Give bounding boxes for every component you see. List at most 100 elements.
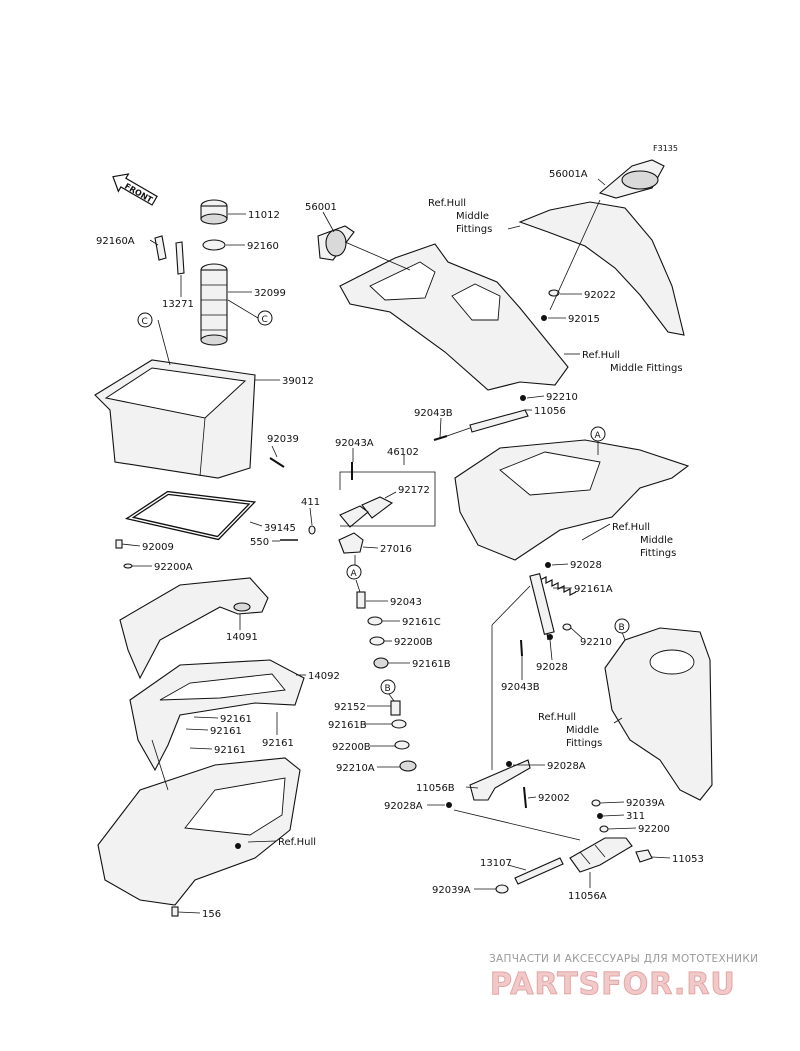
part-label: 92161B xyxy=(328,720,367,731)
part-label: 92039 xyxy=(267,434,299,445)
leader-lines xyxy=(121,178,671,914)
bolt-92210-mid xyxy=(562,623,572,631)
bolt-92210-top xyxy=(520,395,526,401)
part-label: 92043 xyxy=(390,597,422,608)
part-label: 27016 xyxy=(380,544,412,555)
storage-box-39012 xyxy=(94,359,256,479)
part-label: 92161 xyxy=(214,745,246,756)
spacer-311 xyxy=(597,813,603,819)
washer-92200A xyxy=(123,563,133,569)
part-label: 92028A xyxy=(547,761,586,772)
part-label: 92161C xyxy=(402,617,441,628)
spacer-411 xyxy=(308,525,316,535)
hull-ref-lower xyxy=(97,757,301,906)
part-label: 92161 xyxy=(220,714,252,725)
part-label: 39145 xyxy=(264,523,296,534)
part-label: 39012 xyxy=(282,376,314,387)
latch-11056A xyxy=(569,837,633,873)
marker-b-1: B xyxy=(614,618,630,634)
part-label: 311 xyxy=(626,811,645,822)
part-label: 92200B xyxy=(394,637,433,648)
part-label: 92161 xyxy=(210,726,242,737)
part-label: 92028A xyxy=(384,801,423,812)
vent-56001 xyxy=(317,225,355,261)
part-label: 11056A xyxy=(568,891,607,902)
bolt-92039A-top xyxy=(591,799,601,807)
latch-body xyxy=(339,505,369,528)
bracket-11056B xyxy=(469,759,531,801)
part-label: 92200A xyxy=(154,562,193,573)
marker-a-1: A xyxy=(590,426,606,442)
part-label: 14092 xyxy=(308,671,340,682)
part-label: 11056 xyxy=(534,406,566,417)
part-label: 56001 xyxy=(305,202,337,213)
part-label: 92039A xyxy=(626,798,665,809)
ref-label-hull: Ref.Hull xyxy=(278,837,316,848)
part-label: 46102 xyxy=(387,447,419,458)
handle-27016 xyxy=(338,532,364,554)
rivet-92022 xyxy=(548,289,560,297)
shaft-92043 xyxy=(356,591,366,609)
diagram-code: F3135 xyxy=(653,144,678,153)
bolt-92028-top xyxy=(545,562,551,568)
part-label: 32099 xyxy=(254,288,286,299)
part-label: 13271 xyxy=(162,299,194,310)
box-seal-39145 xyxy=(124,490,257,541)
side-panel-ref xyxy=(518,201,685,336)
front-arrow-icon: FRONT xyxy=(112,173,158,206)
part-label: 92022 xyxy=(584,290,616,301)
part-label: 92043A xyxy=(335,438,374,449)
washer-92161B-a xyxy=(373,657,389,669)
hull-ref-right xyxy=(604,627,713,801)
part-label: 92043B xyxy=(501,682,540,693)
vent-56001A xyxy=(598,159,665,199)
part-label: 13107 xyxy=(480,858,512,869)
part-label: 92002 xyxy=(538,793,570,804)
svg-text:B: B xyxy=(619,623,625,633)
part-label: 92161 xyxy=(262,738,294,749)
part-label: 92028 xyxy=(536,662,568,673)
svg-text:C: C xyxy=(262,315,268,325)
part-label: 92210 xyxy=(546,392,578,403)
part-label: 56001A xyxy=(549,169,588,180)
part-label: 14091 xyxy=(226,632,258,643)
deck-panel-ref xyxy=(339,243,569,391)
strap-13271 xyxy=(175,241,185,275)
part-label: 92009 xyxy=(142,542,174,553)
cover-14092 xyxy=(129,659,305,772)
rivet-92015 xyxy=(541,315,547,321)
part-label: 92015 xyxy=(568,314,600,325)
deck-ref-mid xyxy=(454,439,690,561)
part-label: 92172 xyxy=(398,485,430,496)
washer-92200B-b xyxy=(394,740,410,750)
bolt-92039A-low xyxy=(495,884,509,894)
bolt-92043B-mid xyxy=(520,639,523,657)
bolt-92002 xyxy=(523,786,527,809)
screw-92009 xyxy=(115,539,123,549)
pin-11053 xyxy=(635,849,653,863)
bolt-92028-mid xyxy=(547,634,553,640)
part-label: 92039A xyxy=(432,885,471,896)
part-label: 92160 xyxy=(247,241,279,252)
part-label: 550 xyxy=(250,537,269,548)
watermark-tagline: ЗАПЧАСТИ И АКСЕССУАРЫ ДЛЯ МОТОТЕХНИКИ xyxy=(489,953,758,965)
rod-13107 xyxy=(514,857,564,885)
marker-b-2: B xyxy=(380,679,396,695)
svg-text:B: B xyxy=(385,684,391,694)
part-label: 92160A xyxy=(96,236,135,247)
marker-a-2: A xyxy=(346,564,362,580)
part-labels: 11012 92160 92160A 13271 32099 39012 920… xyxy=(96,169,704,920)
washer-92161B-b xyxy=(391,719,407,729)
watermark-logo-text: PARTSFOR.RU xyxy=(490,967,736,1002)
cap-11012 xyxy=(200,199,228,225)
part-label: 92200 xyxy=(638,824,670,835)
marker-c-2: C xyxy=(257,310,273,326)
part-label: 11053 xyxy=(672,854,704,865)
